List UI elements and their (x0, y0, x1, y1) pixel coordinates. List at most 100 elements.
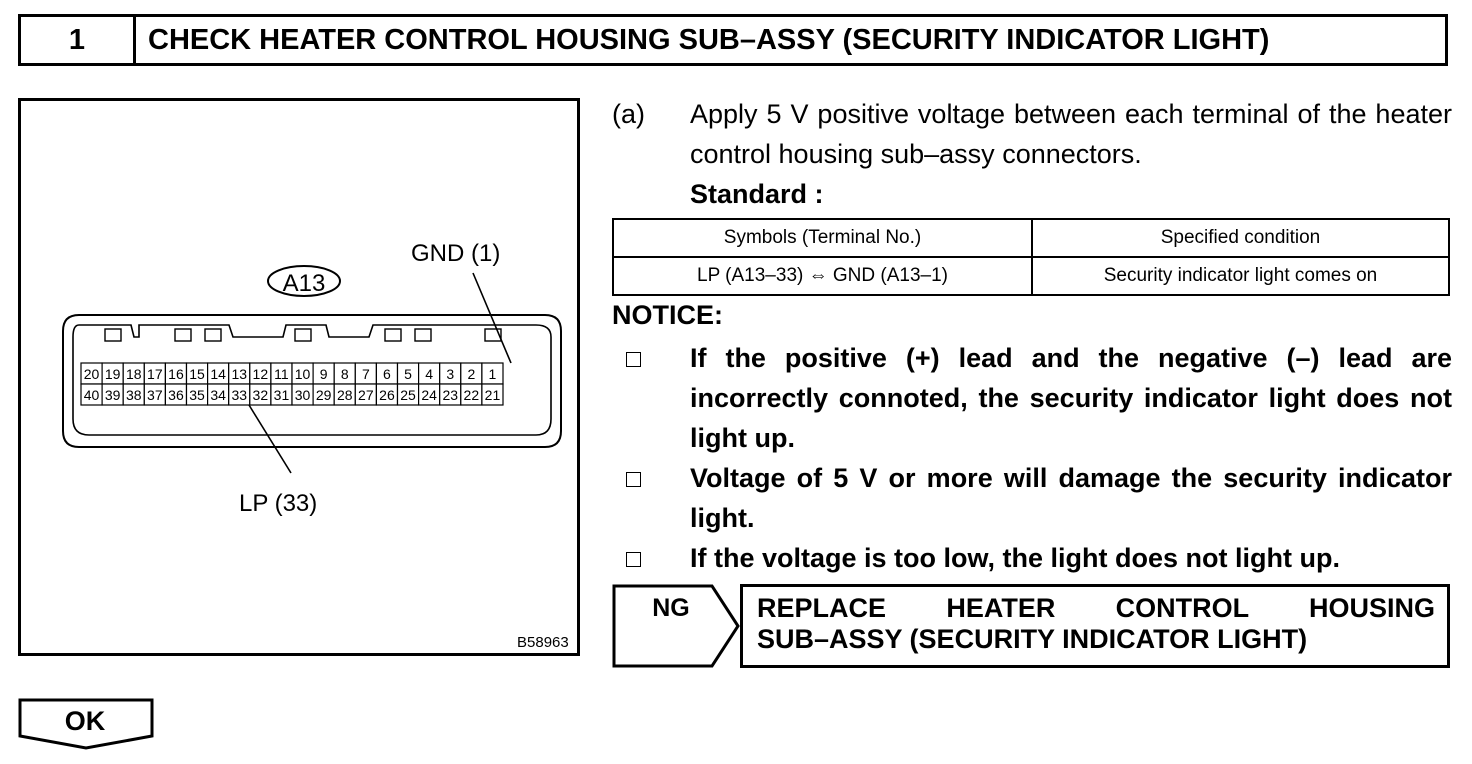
lp-label: LP (33) (239, 490, 317, 517)
latch-square (294, 328, 312, 342)
connector-pin: 6 (375, 362, 399, 385)
connector-pin: 17 (143, 362, 167, 385)
connector-pin: 20 (80, 362, 103, 385)
ok-arrow-icon (18, 698, 154, 750)
connector-pin: 29 (312, 383, 335, 406)
pin-number: 31 (274, 387, 290, 403)
pin-number: 25 (400, 387, 416, 403)
ng-branch: NG (612, 584, 740, 668)
pin-number: 9 (320, 366, 328, 382)
pin-number: 3 (446, 366, 454, 382)
latch-square (174, 328, 192, 342)
pin-number: 23 (442, 387, 458, 403)
gnd-leader-line (472, 272, 512, 364)
pin-number: 5 (404, 366, 412, 382)
ng-label: NG (652, 594, 690, 622)
ng-result-line1: REPLACE HEATER CONTROL HOUSING (757, 593, 1435, 623)
step-a-text: Apply 5 V positive voltage between each … (690, 99, 1452, 169)
pin-number: 17 (147, 366, 163, 382)
notice-item-text: Voltage of 5 V or more will damage the s… (690, 463, 1452, 533)
ng-result-box: REPLACE HEATER CONTROL HOUSING SUB–ASSY … (740, 584, 1450, 668)
latch-square (414, 328, 432, 342)
standard-label: Standard : (690, 179, 824, 209)
pin-number: 32 (253, 387, 269, 403)
connector-pin: 10 (291, 362, 314, 385)
table-header-cell: Specified condition (1031, 218, 1450, 258)
connector-id-ellipse (267, 265, 341, 297)
connector-pin: 5 (396, 362, 420, 385)
ok-branch: OK (18, 698, 156, 750)
connector-latches (104, 328, 502, 342)
table-header-cell: Symbols (Terminal No.) (612, 218, 1033, 258)
notice-item-text: If the voltage is too low, the light doe… (690, 543, 1340, 573)
pin-number: 8 (341, 366, 349, 382)
pin-number: 7 (362, 366, 370, 382)
connector-pin: 31 (270, 383, 293, 406)
lp-leader-line (248, 404, 292, 474)
gnd-label: GND (1) (411, 240, 500, 267)
pin-number: 2 (467, 366, 475, 382)
connector-pin: 40 (80, 383, 103, 406)
connector-pin: 2 (460, 362, 483, 385)
connector-pin: 12 (249, 362, 272, 385)
connector-pin: 26 (375, 383, 399, 406)
connector-pin: 32 (249, 383, 272, 406)
table-row: LP (A13–33) ⇔ GND (A13–1) Security indic… (612, 256, 1450, 296)
pin-number: 29 (316, 387, 332, 403)
connector-pin: 36 (164, 383, 188, 406)
latch-square (104, 328, 122, 342)
bullet-box-icon (626, 472, 641, 487)
pin-number: 1 (489, 366, 497, 382)
pin-number: 10 (295, 366, 311, 382)
connector-pin: 13 (228, 362, 251, 385)
pin-number: 4 (425, 366, 433, 382)
connector-pin: 34 (207, 383, 230, 406)
figure-code: B58963 (517, 634, 569, 651)
connector-pin: 24 (418, 383, 441, 406)
pin-number: 19 (105, 366, 121, 382)
latch-square (484, 328, 502, 342)
ng-result-line2: SUB–ASSY (SECURITY INDICATOR LIGHT) (757, 624, 1308, 654)
connector-pin: 3 (439, 362, 462, 385)
pin-number: 18 (126, 366, 142, 382)
connector-pin: 30 (291, 383, 314, 406)
step-header: 1 CHECK HEATER CONTROL HOUSING SUB–ASSY … (18, 14, 1448, 66)
connector-pin: 25 (396, 383, 420, 406)
connector-pin: 18 (122, 362, 145, 385)
notice-list: If the positive (+) lead and the negativ… (612, 338, 1452, 578)
table-header-row: Symbols (Terminal No.) Specified conditi… (612, 218, 1450, 258)
ng-arrow-icon (612, 584, 740, 668)
connector-pin: 35 (185, 383, 209, 406)
pin-number: 12 (253, 366, 269, 382)
pin-number: 14 (210, 366, 226, 382)
pin-number: 16 (168, 366, 184, 382)
connector-pin: 21 (481, 383, 504, 406)
pin-number: 28 (337, 387, 353, 403)
connector-pin: 28 (333, 383, 356, 406)
pin-number: 20 (84, 366, 100, 382)
pin-number: 34 (210, 387, 226, 403)
pin-number: 35 (189, 387, 205, 403)
connector-pin: 33 (228, 383, 251, 406)
notice-item: If the voltage is too low, the light doe… (612, 538, 1452, 578)
table-cell: Security indicator light comes on (1031, 256, 1450, 296)
pin-number: 39 (105, 387, 121, 403)
connector-pin: 1 (481, 362, 504, 385)
pin-number: 27 (358, 387, 374, 403)
connector-id-label: A13 (283, 270, 326, 297)
step-title: CHECK HEATER CONTROL HOUSING SUB–ASSY (S… (148, 23, 1270, 56)
ok-label: OK (64, 706, 106, 736)
pin-number: 40 (84, 387, 100, 403)
connector-pin: 15 (185, 362, 209, 385)
pin-number: 11 (274, 366, 289, 382)
connector-pin: 11 (270, 362, 293, 385)
notice-item: Voltage of 5 V or more will damage the s… (612, 458, 1452, 538)
pin-number: 36 (168, 387, 184, 403)
connector-pin: 16 (164, 362, 188, 385)
connector-pin: 9 (312, 362, 335, 385)
connector-pin: 14 (207, 362, 230, 385)
pin-number: 22 (464, 387, 480, 403)
